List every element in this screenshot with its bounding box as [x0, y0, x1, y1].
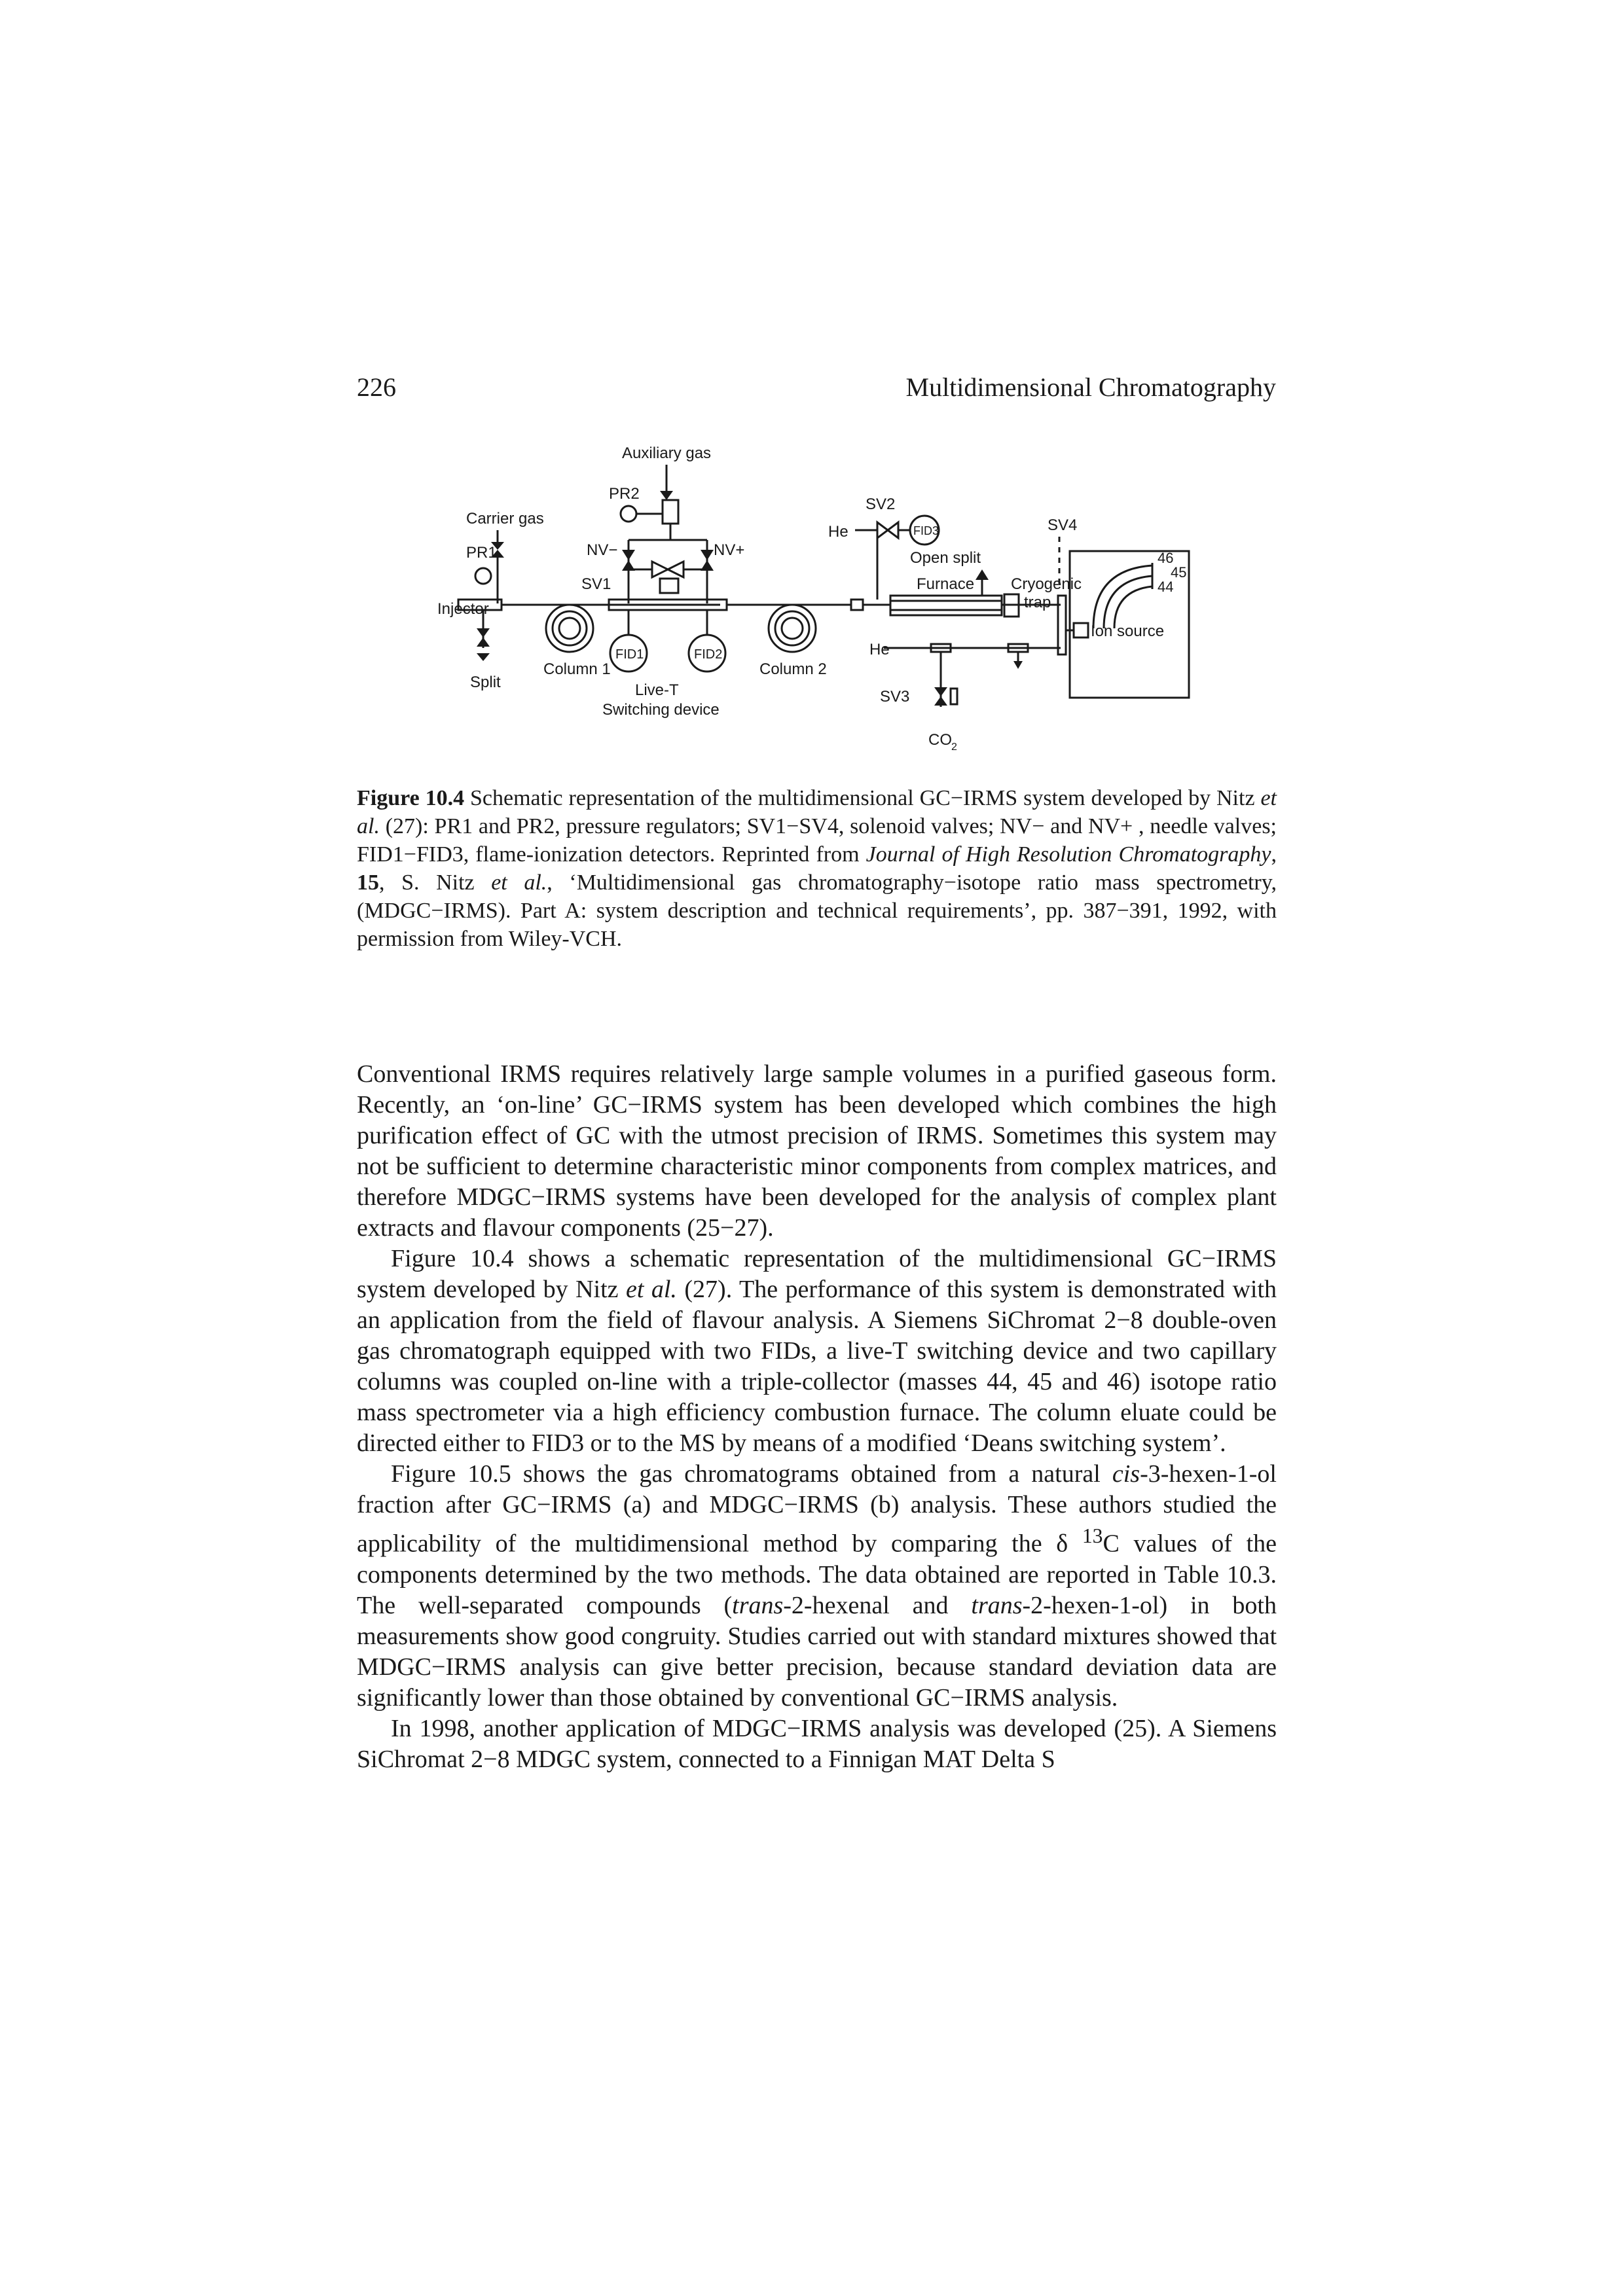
- figure-caption: Figure 10.4 Schematic representation of …: [357, 786, 1277, 951]
- label-carrier-gas: Carrier gas: [466, 510, 544, 528]
- label-sv3: SV3: [880, 688, 909, 706]
- label-ion-source: Ion source: [1091, 622, 1164, 640]
- label-nv-plus: NV+: [714, 541, 744, 559]
- journal-title: Journal of High Resolution Chromatograph…: [866, 842, 1271, 867]
- label-column2: Column 2: [759, 660, 827, 678]
- body-text: Conventional IRMS requires relatively la…: [357, 1059, 1277, 1775]
- figure-schematic: Auxiliary gas PR2 Carrier gas PR1 NV− NV…: [393, 432, 1257, 772]
- label-furnace: Furnace: [917, 575, 974, 593]
- label-fid2: FID2: [694, 647, 722, 662]
- pr2-regulator: [661, 499, 680, 525]
- coupler: [850, 598, 864, 611]
- ms-interface: [1057, 594, 1067, 656]
- label-pr1: PR1: [466, 544, 497, 562]
- label-switching-device: Switching device: [602, 701, 720, 719]
- split-valve-icon: [477, 628, 490, 647]
- label-fid3: FID3: [913, 524, 939, 537]
- label-he-bottom: He: [869, 641, 890, 658]
- paragraph: Figure 10.5 shows the gas chromatograms …: [357, 1460, 1277, 1712]
- label-auxiliary-gas: Auxiliary gas: [622, 444, 711, 462]
- sv3-solenoid: [949, 687, 958, 706]
- nv-minus-valve-icon: [622, 550, 635, 571]
- label-he-top: He: [828, 523, 848, 541]
- fid2-detector: [687, 634, 727, 673]
- caption-label: Figure 10.4: [357, 786, 465, 810]
- pr2-gauge-icon: [619, 505, 638, 523]
- label-open-split: Open split: [910, 549, 981, 567]
- label-cryogenic: Cryogenic: [1011, 575, 1082, 593]
- sv2-valve-icon: [876, 520, 900, 540]
- ms-housing: [1068, 550, 1190, 699]
- label-live-t: Live-T: [635, 681, 679, 699]
- nv-plus-valve-icon: [701, 550, 714, 571]
- pr1-valve-icon: [491, 542, 504, 558]
- paragraph: In 1998, another application of MDGC−IRM…: [357, 1714, 1277, 1773]
- label-sv4: SV4: [1048, 516, 1077, 534]
- page-number: 226: [357, 372, 396, 402]
- furnace-body: [889, 594, 1003, 617]
- sv3-valve-icon: [934, 687, 947, 706]
- label-mass-45: 45: [1171, 564, 1186, 581]
- label-column1: Column 1: [543, 660, 611, 678]
- label-mass-46: 46: [1158, 550, 1173, 566]
- label-mass-44: 44: [1158, 579, 1173, 595]
- label-trap: trap: [1024, 594, 1051, 611]
- label-co2: CO: [928, 731, 952, 749]
- paragraph: Conventional IRMS requires relatively la…: [357, 1060, 1277, 1242]
- magnet-arc: [1092, 564, 1153, 629]
- column1-coil: [545, 603, 594, 653]
- sv1-valve-icon: [651, 560, 685, 579]
- paragraph: Figure 10.4 shows a schematic representa…: [357, 1245, 1277, 1457]
- label-co2-sub: 2: [951, 742, 957, 753]
- label-pr2: PR2: [609, 485, 640, 503]
- label-sv2: SV2: [866, 495, 895, 513]
- open-split-arrow: [976, 569, 989, 580]
- journal-volume: 15: [357, 870, 379, 895]
- fid1-detector: [609, 634, 648, 673]
- label-sv1: SV1: [581, 575, 611, 593]
- aux-arrow: [660, 491, 673, 500]
- fid3-detector: [909, 514, 940, 546]
- sv1-solenoid: [659, 577, 680, 594]
- pr1-gauge-icon: [474, 567, 492, 585]
- ion-source-box: [1072, 622, 1089, 639]
- label-fid1: FID1: [615, 647, 644, 662]
- label-split: Split: [470, 673, 501, 691]
- label-nv-minus: NV−: [587, 541, 617, 559]
- running-head: Multidimensional Chromatography: [905, 372, 1277, 402]
